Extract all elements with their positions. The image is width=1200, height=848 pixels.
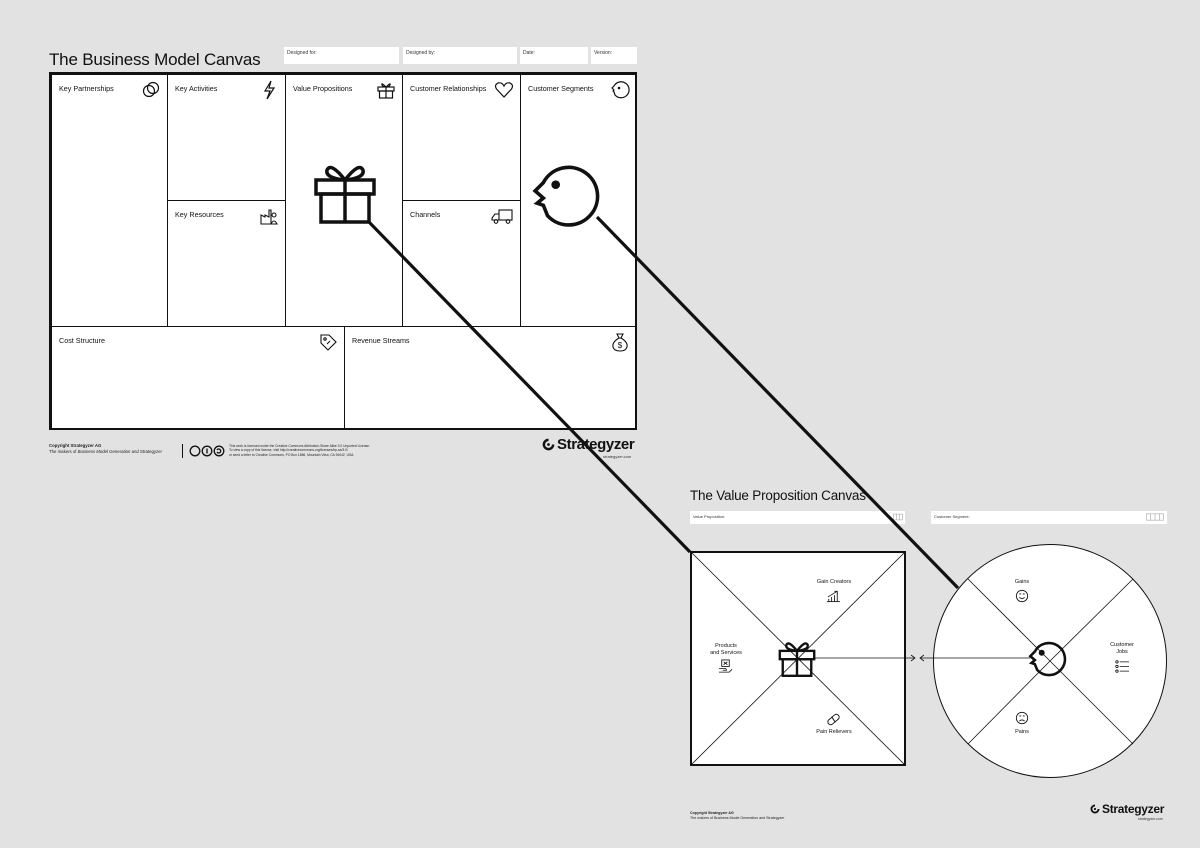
value-propositions-label: Value Propositions — [293, 84, 353, 93]
vpc-footer-copyright: Copyright Strategyzer AG The makers of B… — [690, 811, 784, 822]
vpc-copyright-text: Copyright Strategyzer AG — [690, 811, 734, 815]
svg-text:$: $ — [618, 341, 623, 350]
gift-medium-icon — [778, 642, 816, 677]
customer-relationships-label: Customer Relationships — [410, 84, 487, 93]
designed-for-field[interactable]: Designed for: — [284, 47, 399, 64]
customer-segment-mini-icon — [1146, 513, 1164, 521]
bmc-makers-suffix: and Strategyzer — [130, 449, 162, 455]
jobs-line-1: Customer — [1110, 642, 1134, 648]
box-hand-icon — [718, 659, 733, 673]
strategyzer-logo-icon — [542, 438, 555, 451]
bmc-makers-text: The makers of Business Model Generation … — [49, 449, 162, 455]
channels-label: Channels — [410, 210, 441, 219]
key-resources-block[interactable]: Key Resources — [167, 200, 286, 327]
bmc-makers-italic: Business Model Generation — [77, 449, 131, 455]
bmc-copyright-text: Copyright Strategyzer AG — [49, 443, 102, 448]
pains-label: Pains — [1015, 729, 1029, 735]
jobs-line-2: Jobs — [1116, 649, 1128, 656]
money-bag-icon: $ — [612, 333, 628, 352]
cost-structure-label: Cost Structure — [59, 336, 105, 345]
license-line-2: To view a copy of this license, visit ht… — [229, 448, 348, 453]
business-model-canvas: Key Partnerships Key Activities Key Reso… — [49, 72, 637, 430]
version-field[interactable]: Version: — [591, 47, 637, 64]
bmc-license-text: This work is licensed under the Creative… — [229, 444, 370, 457]
products-line-1: Products — [715, 643, 737, 649]
vpc-makers-text: The makers of Business Model Generation … — [690, 816, 785, 821]
value-proposition-field[interactable]: Value Proposition: — [690, 511, 905, 524]
gain-creators-label: Gain Creators — [816, 579, 852, 585]
cost-structure-block[interactable]: Cost Structure — [51, 326, 345, 430]
gift-icon — [377, 83, 395, 99]
vpc-strategyzer-url: strategyzer.com — [1138, 817, 1163, 821]
customer-segments-label: Customer Segments — [528, 84, 594, 93]
value-propositions-block[interactable]: Value Propositions — [285, 74, 403, 327]
heart-icon — [494, 82, 514, 98]
factory-icon — [260, 209, 278, 225]
products-services-label: Products and Services — [700, 643, 752, 657]
face-icon — [611, 81, 630, 99]
key-resources-label: Key Resources — [175, 210, 224, 219]
license-line-3: or send a letter to Creative Commons, PO… — [229, 452, 355, 457]
bmc-title: The Business Model Canvas — [49, 50, 261, 69]
customer-segment-field[interactable]: Customer Segment: — [931, 511, 1167, 524]
revenue-streams-block[interactable]: Revenue Streams $ — [344, 326, 637, 430]
truck-icon — [491, 209, 513, 224]
revenue-streams-label: Revenue Streams — [352, 336, 410, 345]
date-field[interactable]: Date: — [520, 47, 588, 64]
gains-label: Gains — [1014, 579, 1030, 585]
customer-jobs-label: Customer Jobs — [1102, 642, 1142, 656]
vpc-title: The Value Proposition Canvas — [690, 488, 866, 503]
link-icon — [142, 81, 160, 98]
designed-by-field[interactable]: Designed by: — [403, 47, 517, 64]
strategyzer-logo-small-icon — [1090, 804, 1100, 814]
strategyzer-wordmark: Strategyzer — [557, 436, 635, 453]
chart-icon — [826, 590, 841, 603]
frown-icon — [1015, 711, 1029, 725]
face-large-icon — [532, 165, 600, 227]
bmc-footer-copyright: Copyright Strategyzer AG The makers of B… — [49, 443, 162, 456]
face-medium-icon — [1028, 641, 1067, 677]
gift-large-icon — [314, 165, 376, 224]
creative-commons-icon — [189, 445, 225, 457]
key-activities-block[interactable]: Key Activities — [167, 74, 286, 201]
key-activities-label: Key Activities — [175, 84, 218, 93]
channels-block[interactable]: Channels — [402, 200, 521, 327]
lightning-icon — [263, 80, 276, 100]
footer-divider — [182, 444, 183, 458]
products-line-2: and Services — [710, 650, 742, 657]
customer-relationships-block[interactable]: Customer Relationships — [402, 74, 521, 201]
price-tag-icon — [320, 334, 337, 351]
checklist-icon — [1115, 660, 1129, 673]
bmc-makers-prefix: The makers of — [49, 449, 78, 455]
pain-relievers-label: Pain Relievers — [816, 729, 852, 735]
vpc-strategyzer-wordmark: Strategyzer — [1102, 802, 1165, 816]
smile-icon — [1015, 589, 1029, 603]
value-proposition-mini-icon — [893, 513, 903, 521]
key-partnerships-block[interactable]: Key Partnerships — [51, 74, 168, 327]
key-partnerships-label: Key Partnerships — [59, 84, 114, 93]
strategyzer-url: strategyzer.com — [603, 454, 632, 459]
pill-icon — [827, 713, 840, 726]
customer-segments-block[interactable]: Customer Segments — [520, 74, 637, 327]
license-line-1: This work is licensed under the Creative… — [229, 444, 370, 448]
